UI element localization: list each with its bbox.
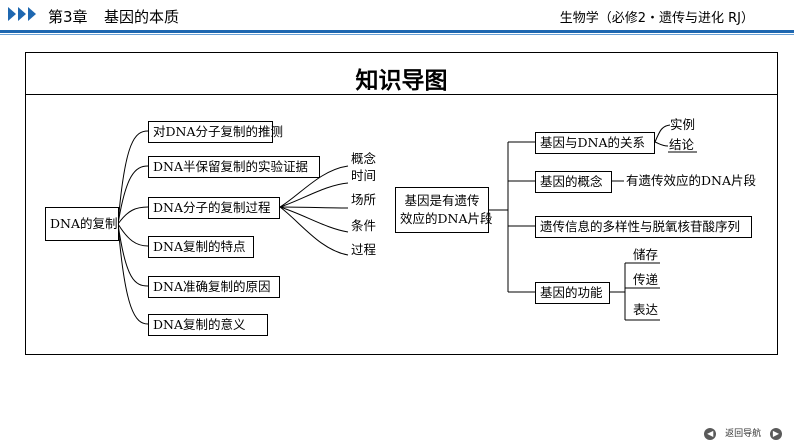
page-header: 第3章 基因的本质 生物学（必修2・遗传与进化 RJ） <box>0 0 794 36</box>
function-item-storage: 储存 <box>633 247 659 262</box>
function-item-expression: 表达 <box>633 302 659 317</box>
book-title: 生物学（必修2・遗传与进化 RJ） <box>559 11 754 26</box>
process-item-conditions: 条件 <box>351 218 377 233</box>
footer-navigation: ◀ 返回导航 ▶ <box>704 426 782 440</box>
gene-root-line2: 效应的DNA片段 <box>400 211 493 226</box>
relation-item-conclusion: 结论 <box>669 137 695 152</box>
gene-function: 基因的功能 <box>535 282 610 304</box>
function-item-transmission: 传递 <box>633 272 659 287</box>
relation-item-example: 实例 <box>670 117 696 132</box>
next-arrow-icon[interactable]: ▶ <box>770 427 782 440</box>
chevron-right-icon <box>18 7 26 21</box>
process-item-time: 时间 <box>351 168 377 183</box>
branch-replication-process: DNA分子的复制过程 <box>148 197 280 219</box>
chevron-right-icon <box>8 7 16 21</box>
branch-replication-hypothesis: 对DNA分子复制的推测 <box>148 121 283 143</box>
gene-concept: 基因的概念 <box>535 171 612 193</box>
process-item-procedure: 过程 <box>351 242 377 257</box>
knowledge-map-frame: 知识导图 <box>25 52 778 355</box>
gene-root-line1: 基因是有遗传 <box>404 193 480 208</box>
branch-replication-features: DNA复制的特点 <box>148 236 254 258</box>
header-divider-thin <box>0 34 794 35</box>
chevron-right-icon <box>28 7 36 21</box>
title-band: 知识导图 <box>26 53 777 95</box>
gene-root: 基因是有遗传 效应的DNA片段 <box>395 187 493 233</box>
process-item-concept: 概念 <box>351 151 377 166</box>
gene-concept-value: 有遗传效应的DNA片段 <box>626 173 756 188</box>
branch-replication-significance: DNA复制的意义 <box>148 314 268 336</box>
map-title: 知识导图 <box>355 68 448 94</box>
chapter-number: 第3章 <box>48 8 88 26</box>
prev-arrow-icon[interactable]: ◀ <box>704 427 717 440</box>
genetic-information-diversity: 遗传信息的多样性与脱氧核苷酸序列 <box>535 216 752 238</box>
chapter-title: 基因的本质 <box>104 8 180 26</box>
branch-semiconservative-evidence: DNA半保留复制的实验证据 <box>148 156 320 178</box>
dna-replication-root: DNA的复制 <box>45 207 119 241</box>
process-item-location: 场所 <box>351 192 377 207</box>
branch-accuracy-reason: DNA准确复制的原因 <box>148 276 280 298</box>
gene-dna-relation: 基因与DNA的关系 <box>535 132 655 154</box>
back-to-nav-link[interactable]: 返回导航 <box>725 429 762 439</box>
header-divider <box>0 30 794 33</box>
